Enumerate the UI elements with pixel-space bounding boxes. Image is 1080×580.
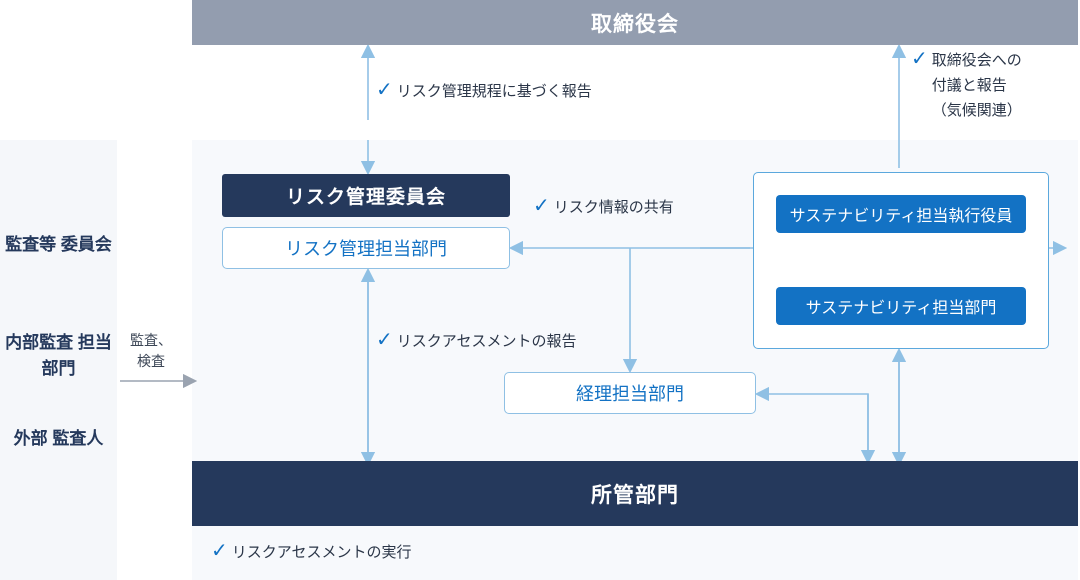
board-of-directors-bar: 取締役会 [192,0,1078,45]
annotation-text: リスク管理規程に基づく報告 [396,83,592,100]
responsible-departments-bar: 所管部門 [192,461,1078,526]
box-accounting-department: 経理担当部門 [504,372,756,414]
annotation-text: 取締役会への 付議と報告 （気候関連） [931,52,1022,119]
annotation-risk-regulation-report: ✓ リスク管理規程に基づく報告 [376,79,592,104]
audit-inspection-arrow-label: 監査、 検査 [130,332,172,369]
annotation-text: リスクアセスメントの報告 [396,333,577,350]
annotation-board-submission-report: ✓ 取締役会への 付議と報告 （気候関連） [911,48,1022,123]
check-icon: ✓ [911,48,928,70]
check-icon: ✓ [211,540,228,562]
box-risk-management-committee: リスク管理委員会 [222,174,510,217]
audit-side-panel [0,140,117,580]
box-risk-management-department: リスク管理担当部門 [222,227,510,269]
responsible-departments-label: 所管部門 [591,483,679,507]
side-item-audit-committee: 監査等 委員会 [5,235,112,254]
side-item-internal-audit-dept: 内部監査 担当部門 [5,333,112,378]
box-sustainability-department: サステナビリティ担当部門 [776,287,1026,325]
box-sustainability-executive-officer: サステナビリティ担当執行役員 [776,195,1026,233]
annotation-risk-info-sharing: ✓ リスク情報の共有 [533,195,674,220]
annotation-text: リスクアセスメントの実行 [231,544,412,561]
side-item-external-auditor: 外部 監査人 [13,429,104,448]
board-of-directors-label: 取締役会 [591,12,679,36]
annotation-text: リスク情報の共有 [553,199,674,216]
check-icon: ✓ [376,79,393,101]
check-icon: ✓ [376,329,393,351]
annotation-risk-assessment-execution: ✓ リスクアセスメントの実行 [211,540,411,565]
check-icon: ✓ [533,195,550,217]
annotation-risk-assessment-report: ✓ リスクアセスメントの報告 [376,329,576,354]
